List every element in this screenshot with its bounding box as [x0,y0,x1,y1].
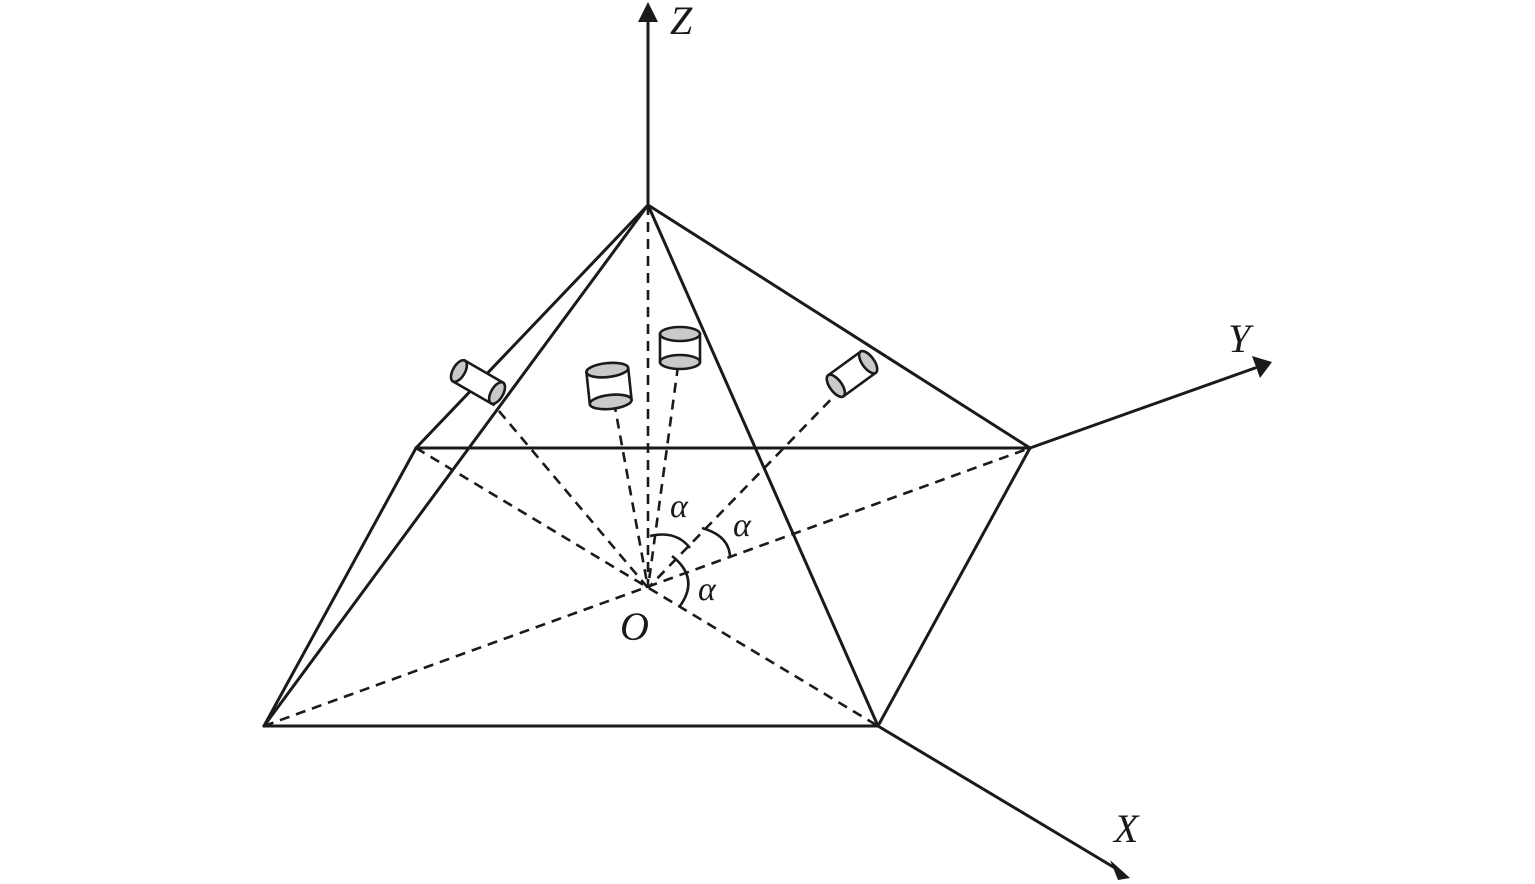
axes [638,2,1272,880]
lateral-edge-back-left [414,203,650,450]
x-axis-label: X [1112,806,1140,851]
base-diagonal-1 [415,446,879,728]
x-axis [876,724,1117,870]
angle-arcs [649,526,732,607]
camera-ray-2 [612,401,650,589]
x-axis-arrowhead [1110,860,1130,880]
pyramid-edges [262,203,1032,728]
y-axis [1028,366,1257,450]
angle-label-3: α [698,571,717,608]
camera-4 [825,349,879,399]
angle-arc-1 [649,533,692,549]
angle-label-2: α [733,507,752,544]
camera-ray-4 [647,387,843,589]
z-axis-label: Z [670,0,693,43]
z-axis-arrowhead [638,2,658,22]
camera-3 [658,325,702,371]
lateral-edge-front-right [646,203,880,728]
y-axis-arrowhead [1252,356,1272,378]
hidden-lines [263,205,1031,728]
lateral-edge-back-right [646,203,1032,450]
angle-arc-3 [671,554,690,607]
origin-label: O [620,604,649,649]
y-axis-label: Y [1228,316,1254,361]
camera-2 [585,361,633,411]
angle-label-1: α [670,488,689,525]
camera-ray-1 [487,397,649,589]
camera-ray-3 [646,365,680,589]
base-edge-left [262,446,418,728]
lateral-edge-front-left [262,203,650,728]
camera-1 [449,358,507,406]
angle-arc-2 [701,526,732,559]
base-edge-right [876,446,1032,728]
